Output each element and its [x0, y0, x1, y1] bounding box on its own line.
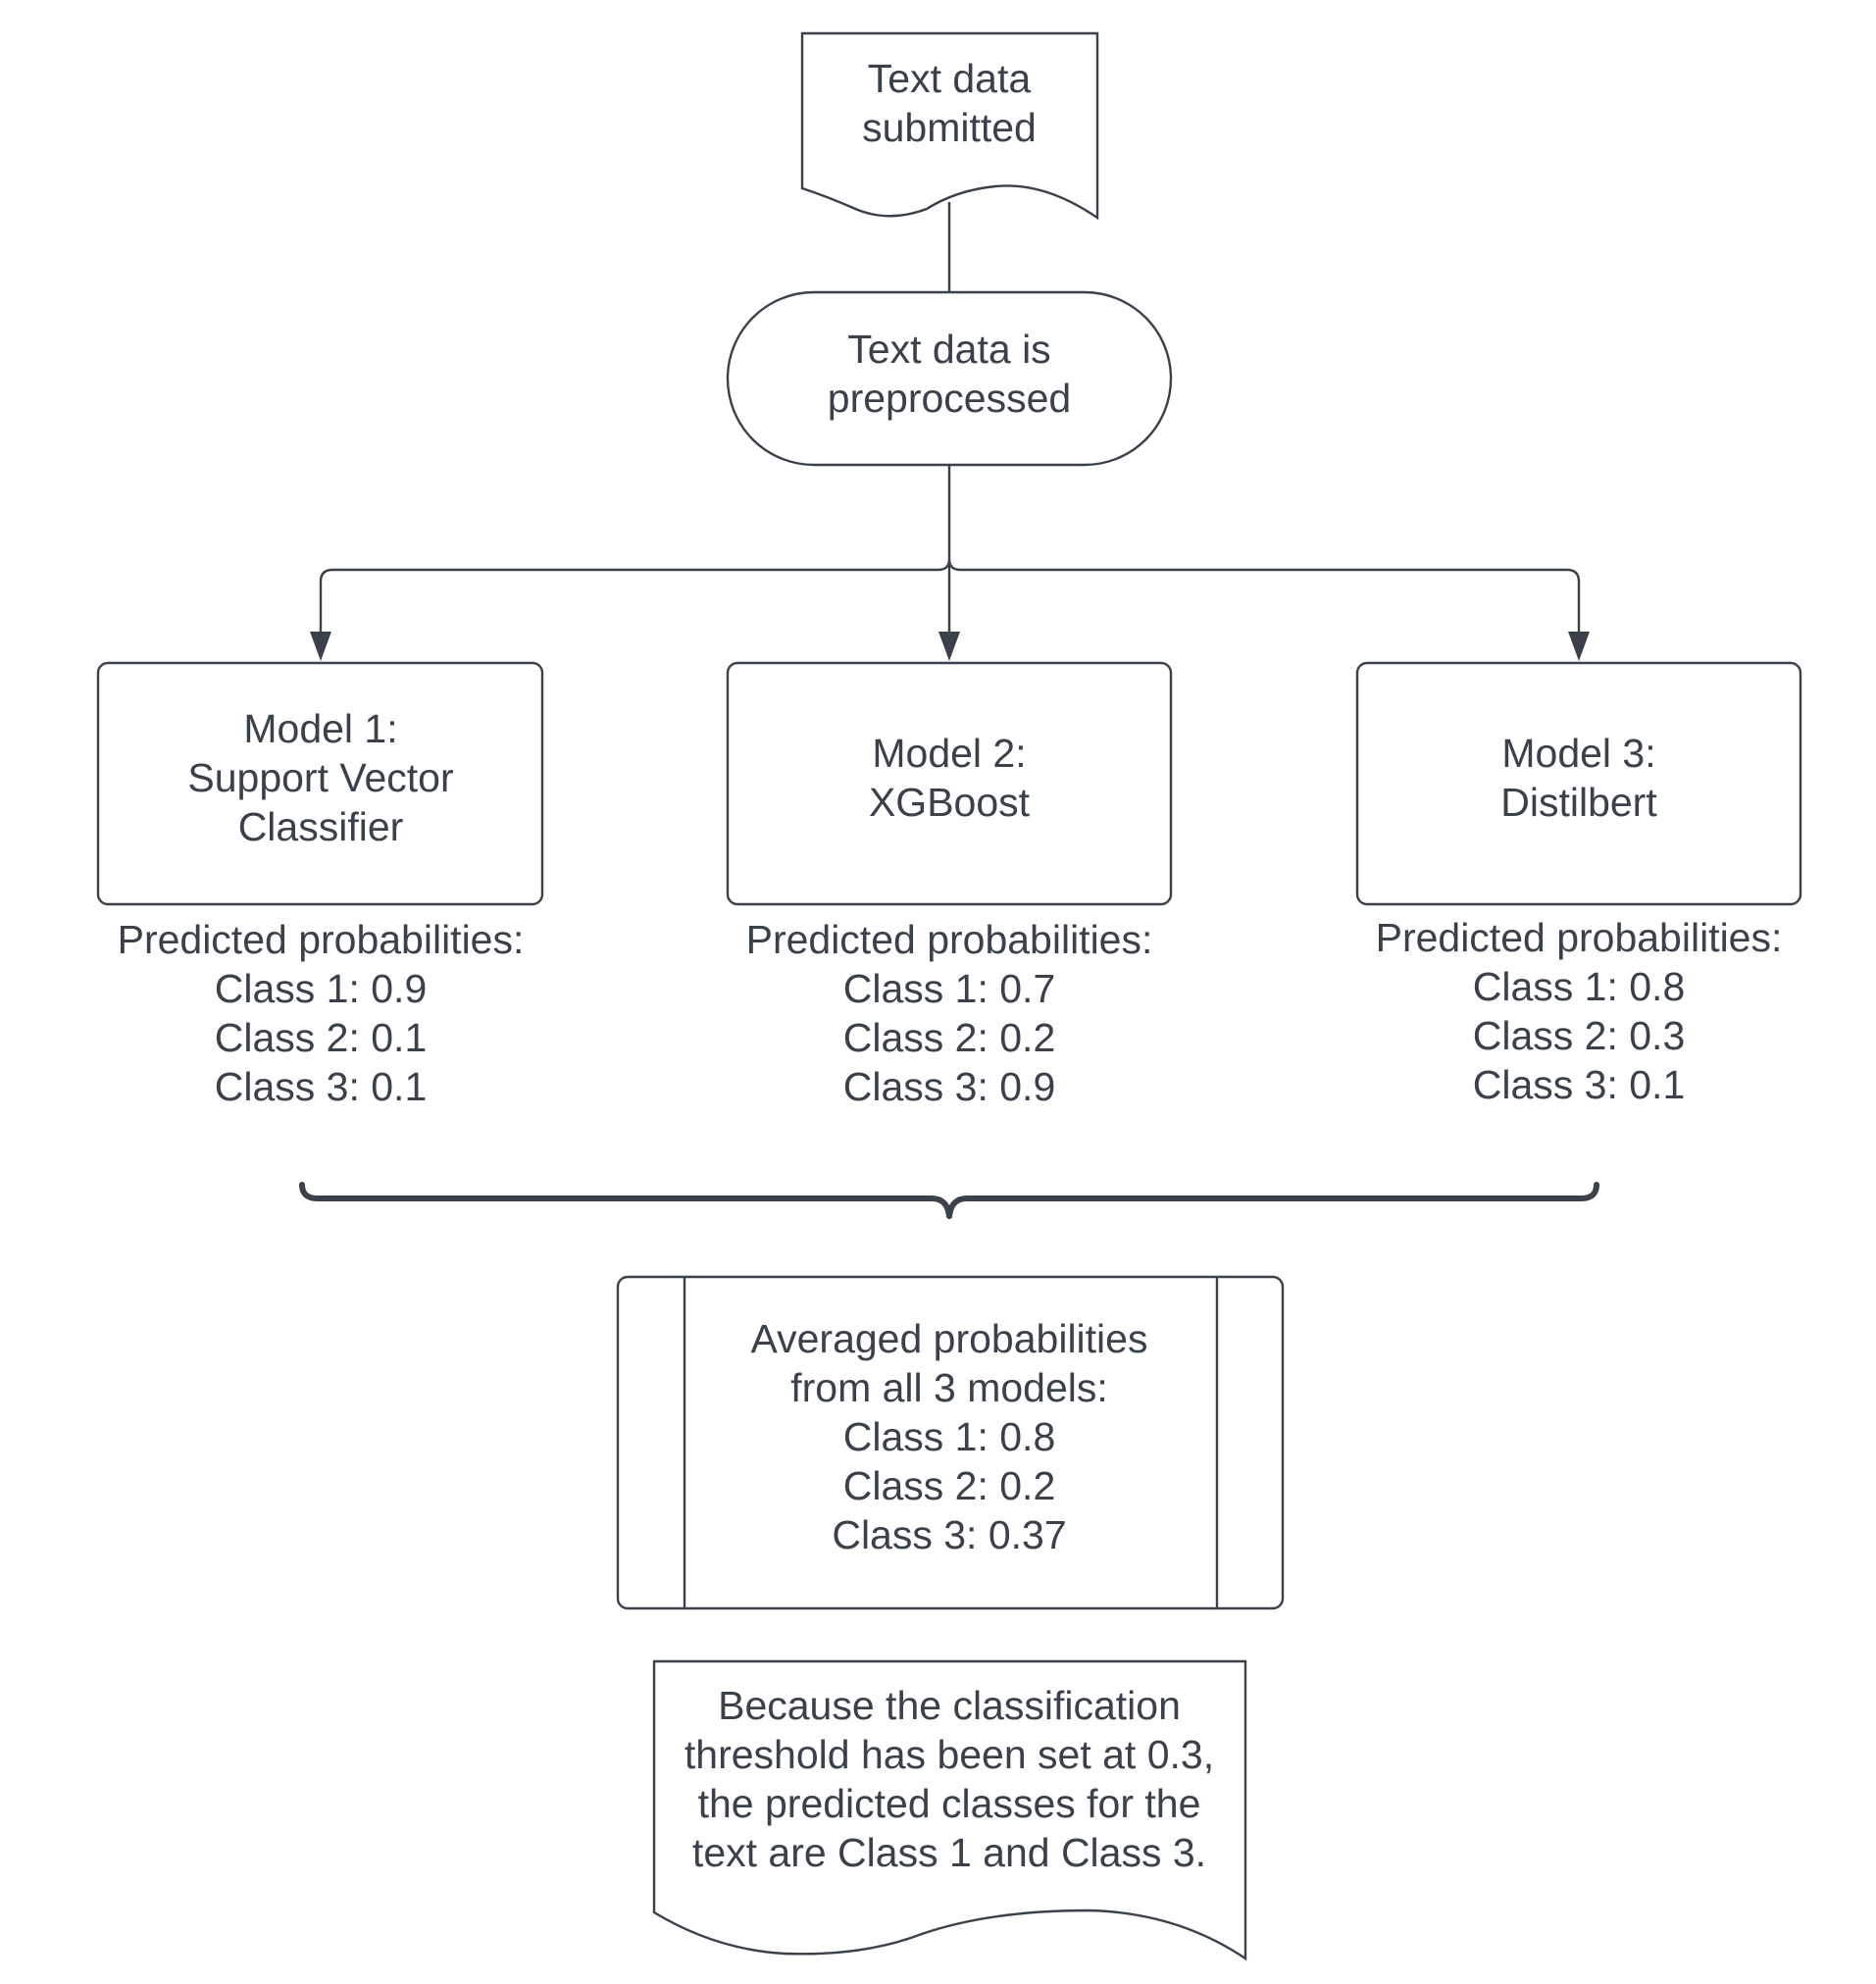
- start-text-line-2: submitted: [862, 105, 1037, 150]
- arrowhead-model-3: [1568, 632, 1590, 661]
- model-2-title: Model 2:: [872, 731, 1026, 776]
- average-text-line-1: Averaged probabilities: [751, 1316, 1148, 1361]
- connector-to-model-3: [947, 558, 1581, 634]
- average-class-1: Class 1: 0.8: [843, 1414, 1056, 1459]
- model-3-class-2-probability: Class 2: 0.3: [1473, 1013, 1686, 1058]
- model-1-class-2-probability: Class 2: 0.1: [215, 1015, 428, 1060]
- model-2-class-1-probability: Class 1: 0.7: [843, 966, 1056, 1011]
- average-text-line-2: from all 3 models:: [790, 1365, 1108, 1410]
- model-3-box: [1355, 661, 1802, 906]
- average-process-box: [616, 1275, 1285, 1610]
- preprocess-text-line-2: preprocessed: [828, 376, 1071, 421]
- model-1-class-3-probability: Class 3: 0.1: [215, 1064, 428, 1109]
- connector-to-model-1: [319, 558, 951, 634]
- result-text-line-3: the predicted classes for the: [698, 1781, 1201, 1826]
- average-class-2: Class 2: 0.2: [843, 1463, 1056, 1508]
- arrowhead-model-1: [310, 632, 331, 661]
- arrowhead-model-2: [938, 632, 960, 661]
- result-text-line-1: Because the classification: [718, 1683, 1181, 1728]
- model-3-class-3-probability: Class 3: 0.1: [1473, 1062, 1686, 1107]
- model-1-name-line-2: Classifier: [238, 804, 404, 849]
- model-3-probabilities-heading: Predicted probabilities:: [1376, 915, 1783, 960]
- model-2-probabilities-heading: Predicted probabilities:: [746, 917, 1153, 962]
- result-text-line-2: threshold has been set at 0.3,: [684, 1732, 1214, 1777]
- model-2-class-3-probability: Class 3: 0.9: [843, 1064, 1056, 1109]
- result-document-shape: [652, 1659, 1247, 1961]
- start-text-line-1: Text data: [868, 56, 1032, 101]
- model-2-name: XGBoost: [869, 780, 1031, 825]
- model-1-box: [96, 661, 544, 906]
- result-text-line-4: text are Class 1 and Class 3.: [692, 1830, 1206, 1875]
- model-3-title: Model 3:: [1501, 731, 1655, 776]
- model-2-class-2-probability: Class 2: 0.2: [843, 1015, 1056, 1060]
- preprocess-terminator-shape: [726, 290, 1173, 467]
- model-1-name-line-1: Support Vector: [187, 755, 453, 800]
- model-1-probabilities-heading: Predicted probabilities:: [118, 917, 525, 962]
- model-1-title: Model 1:: [243, 706, 397, 751]
- model-3-name: Distilbert: [1500, 780, 1657, 825]
- start-document-shape: [800, 31, 1099, 221]
- model-1-class-1-probability: Class 1: 0.9: [215, 966, 428, 1011]
- grouping-brace: [299, 1182, 1599, 1219]
- model-3-class-1-probability: Class 1: 0.8: [1473, 964, 1686, 1009]
- preprocess-text-line-1: Text data is: [847, 327, 1050, 372]
- model-2-box: [726, 661, 1173, 906]
- average-class-3: Class 3: 0.37: [832, 1512, 1066, 1557]
